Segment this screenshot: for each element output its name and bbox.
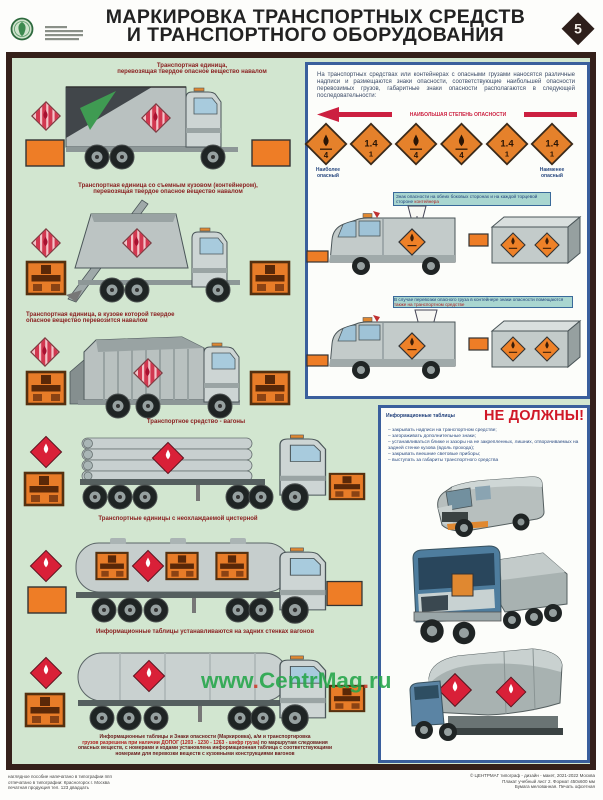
svg-text:5: 5 <box>574 21 582 37</box>
